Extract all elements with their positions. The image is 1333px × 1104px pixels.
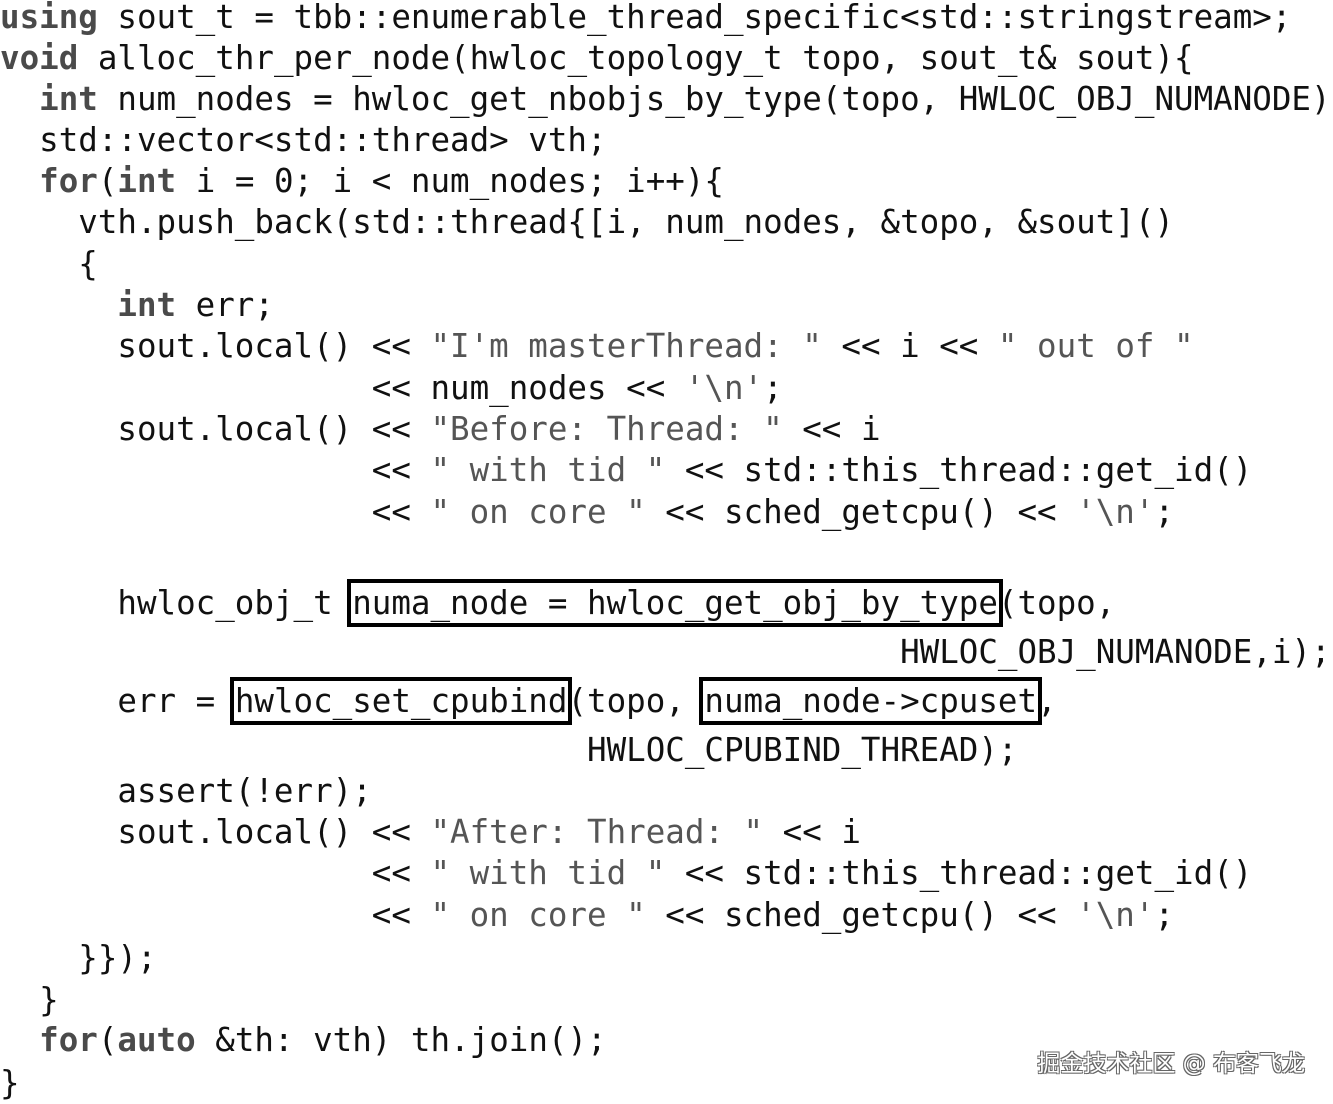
code-token: << i (782, 410, 881, 448)
code-token: sout.local() << (0, 410, 431, 448)
code-token: { (0, 245, 98, 283)
code-line: for(int i = 0; i < num_nodes; i++){ (0, 161, 724, 201)
code-token: ( (97, 1021, 118, 1059)
code-token: << sched_getcpu() << (645, 493, 1077, 531)
code-token: << i (763, 813, 861, 851)
code-token: vth.push_back(std::thread{[i, num_nodes,… (0, 203, 1174, 241)
code-line: }}); (0, 938, 157, 978)
code-token: "Before: Thread: " (430, 410, 783, 448)
code-token: using (0, 0, 98, 36)
highlighted-code-token: hwloc_set_cpubind (229, 677, 573, 725)
code-token: }}); (0, 939, 157, 977)
code-line: HWLOC_CPUBIND_THREAD); (0, 730, 1017, 770)
code-token: alloc_thr_per_node(hwloc_topology_t topo… (78, 39, 1194, 77)
code-token: } (0, 1064, 20, 1102)
code-token: auto (117, 1021, 196, 1059)
code-line: << " with tid " << std::this_thread::get… (0, 853, 1253, 893)
code-line: << " with tid " << std::this_thread::get… (0, 450, 1253, 490)
code-token: HWLOC_CPUBIND_THREAD); (0, 731, 1018, 769)
code-token: std::vector<std::thread> vth; (0, 121, 607, 159)
code-token: , (1037, 682, 1057, 720)
code-token: << (0, 493, 431, 531)
code-token: int (117, 286, 177, 324)
code-line: << " on core " << sched_getcpu() << '\n'… (0, 895, 1174, 935)
code-line: sout.local() << "Before: Thread: " << i (0, 409, 881, 449)
code-token (0, 162, 39, 200)
code-token: hwloc_obj_t (0, 584, 353, 622)
code-token: ( (97, 162, 118, 200)
code-line: HWLOC_OBJ_NUMANODE,i); (0, 632, 1331, 672)
code-line: hwloc_obj_t numa_node = hwloc_get_obj_by… (0, 579, 1116, 627)
code-token: "I'm masterThread: " (430, 327, 822, 365)
code-line: int err; (0, 285, 274, 325)
code-line: { (0, 244, 98, 284)
code-token: sout_t = tbb::enumerable_thread_specific… (97, 0, 1292, 36)
code-token (0, 286, 117, 324)
code-token: << std::this_thread::get_id() (665, 854, 1253, 892)
code-line: int num_nodes = hwloc_get_nbobjs_by_type… (0, 79, 1333, 119)
code-token: << (0, 854, 431, 892)
code-token: << std::this_thread::get_id() (665, 451, 1253, 489)
code-token: '\n' (1076, 896, 1155, 934)
code-token: " on core " (430, 896, 646, 934)
code-token: int (39, 80, 98, 118)
code-line: sout.local() << "After: Thread: " << i (0, 812, 861, 852)
code-token: for (39, 1021, 98, 1059)
code-line: sout.local() << "I'm masterThread: " << … (0, 326, 1194, 366)
code-line: err = hwloc_set_cpubind(topo, numa_node-… (0, 677, 1057, 725)
code-line: vth.push_back(std::thread{[i, num_nodes,… (0, 202, 1174, 242)
code-token: err; (176, 286, 274, 324)
code-token: ; (1154, 896, 1175, 934)
code-token: ; (763, 369, 783, 407)
code-token: err = (0, 682, 235, 720)
code-token: for (39, 162, 98, 200)
code-token: << (0, 451, 431, 489)
code-token: " on core " (430, 493, 646, 531)
code-line: std::vector<std::thread> vth; (0, 120, 607, 160)
code-token: '\n' (1076, 493, 1155, 531)
code-line: << " on core " << sched_getcpu() << '\n'… (0, 492, 1174, 532)
code-token (0, 80, 39, 118)
highlighted-code-token: numa_node = hwloc_get_obj_by_type (347, 579, 1003, 627)
code-token: << sched_getcpu() << (645, 896, 1077, 934)
code-token: << (0, 896, 431, 934)
code-line: using sout_t = tbb::enumerable_thread_sp… (0, 0, 1291, 37)
code-token: (topo, (997, 584, 1116, 622)
code-token: void (0, 39, 79, 77)
code-token (0, 1021, 39, 1059)
code-token: } (0, 981, 59, 1019)
code-token: &th: vth) th.join(); (195, 1021, 607, 1059)
code-token: i = 0; i < num_nodes; i++){ (176, 162, 724, 200)
code-token: << num_nodes << (0, 369, 685, 407)
code-token: "After: Thread: " (430, 813, 764, 851)
code-token: (topo, (567, 682, 705, 720)
code-line: << num_nodes << '\n'; (0, 368, 783, 408)
code-line: assert(!err); (0, 771, 372, 811)
code-token: num_nodes = hwloc_get_nbobjs_by_type(top… (97, 80, 1333, 118)
code-token: << i << (821, 327, 998, 365)
code-token: " with tid " (430, 451, 666, 489)
code-token: HWLOC_OBJ_NUMANODE,i); (0, 633, 1331, 671)
code-token: ; (1154, 493, 1175, 531)
code-line: } (0, 1063, 20, 1103)
code-line: void alloc_thr_per_node(hwloc_topology_t… (0, 38, 1194, 78)
code-line: for(auto &th: vth) th.join(); (0, 1020, 607, 1060)
highlighted-code-token: numa_node->cpuset (699, 677, 1043, 725)
code-token: sout.local() << (0, 327, 431, 365)
code-token: " out of " (997, 327, 1194, 365)
watermark: 掘金技术社区 @ 布客飞龙 (1037, 1051, 1305, 1077)
code-token: int (117, 162, 177, 200)
code-token: " with tid " (430, 854, 666, 892)
code-token: sout.local() << (0, 813, 431, 851)
code-line: } (0, 980, 59, 1020)
code-token: '\n' (684, 369, 764, 407)
code-token: assert(!err); (0, 772, 372, 810)
